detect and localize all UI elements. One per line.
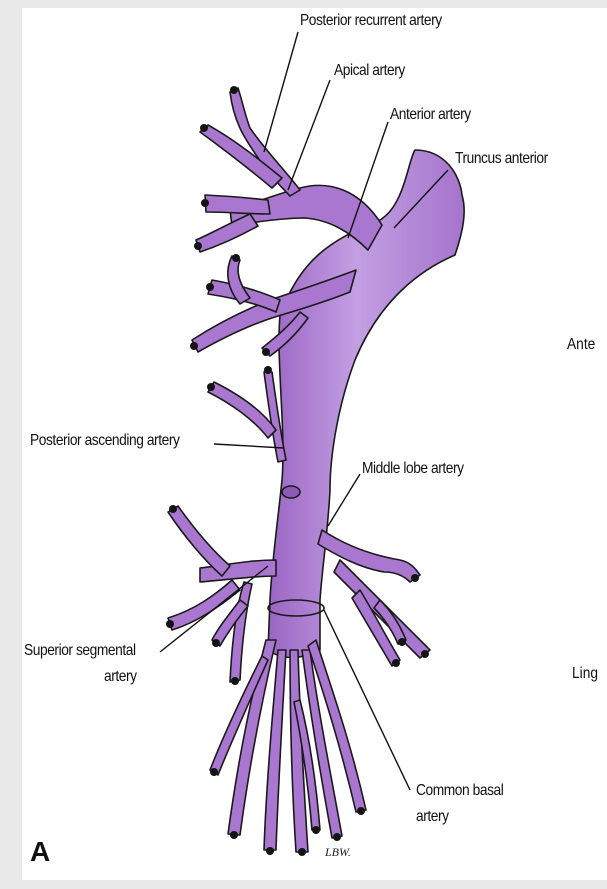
label-superior-segmental-line1: Superior segmental xyxy=(24,642,136,660)
panel-letter: A xyxy=(30,836,50,868)
label-anterior-artery: Anterior artery xyxy=(390,106,471,124)
leader-apical xyxy=(288,80,330,190)
side-fragment-ante: Ante xyxy=(567,336,595,354)
label-common-basal-line1: Common basal xyxy=(416,782,503,800)
leader-middle-lobe xyxy=(328,474,360,526)
side-fragment-ling: Ling xyxy=(572,665,598,683)
label-common-basal-line2: artery xyxy=(416,808,449,826)
label-posterior-ascending-artery: Posterior ascending artery xyxy=(30,432,179,450)
posterior-ascending-origin xyxy=(282,486,300,498)
label-superior-segmental-line2: artery xyxy=(104,668,137,686)
label-apical-artery: Apical artery xyxy=(334,62,405,80)
apical-branch xyxy=(205,195,270,214)
label-truncus-anterior: Truncus anterior xyxy=(455,150,548,168)
superior-segmental-sub-3 xyxy=(230,582,252,682)
label-posterior-recurrent-artery: Posterior recurrent artery xyxy=(300,12,442,30)
label-middle-lobe-artery: Middle lobe artery xyxy=(362,460,464,478)
middle-lobe-branch xyxy=(318,530,420,582)
artist-signature: LBW. xyxy=(325,845,351,860)
leader-posterior-ascending xyxy=(214,444,284,448)
leader-posterior-recurrent xyxy=(264,32,298,152)
apical-sub xyxy=(196,214,258,252)
superior-segmental-sub-1 xyxy=(168,506,230,576)
